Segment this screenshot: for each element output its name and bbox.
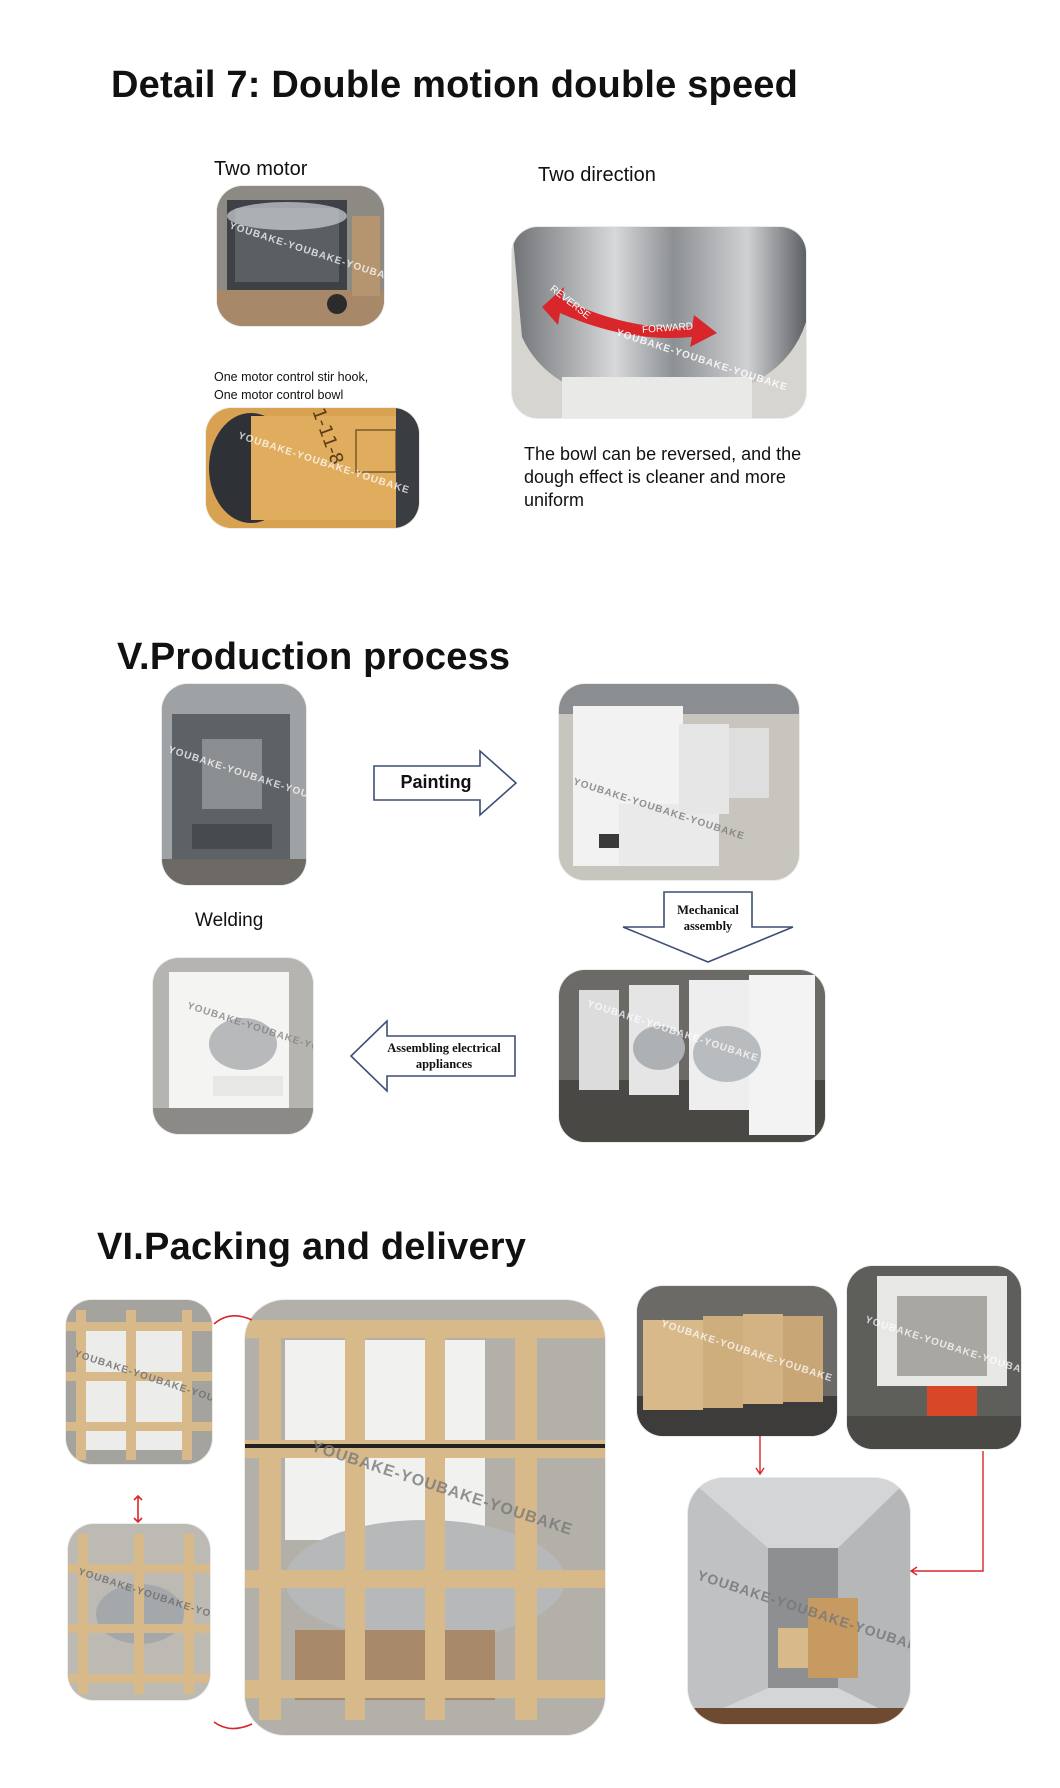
two-motor-label: Two motor bbox=[214, 158, 308, 180]
mechanical-assembly-label: Mechanical assembly bbox=[664, 902, 752, 934]
bowl-illustration bbox=[512, 227, 806, 418]
crates-to-container-arrow bbox=[755, 1436, 765, 1476]
container-illustration bbox=[688, 1478, 910, 1724]
painted-bodies-illustration bbox=[559, 684, 799, 880]
crate-photo-2: YOUBAKE-YOUBAKE-YOUBAKE bbox=[68, 1524, 210, 1700]
wooden-crate-illustration bbox=[66, 1300, 212, 1464]
motor-photo-top: YOUBAKE-YOUBAKE-YOUBAKE bbox=[217, 186, 384, 326]
bowl-description: The bowl can be reversed, and the dough … bbox=[524, 444, 802, 510]
welding-label: Welding bbox=[195, 910, 264, 931]
motor-photo-bottom: 1-11-8 YOUBAKE-YOUBAKE-YOUBAKE bbox=[206, 408, 419, 528]
mechanical-assembly-photo: YOUBAKE-YOUBAKE-YOUBAKE bbox=[559, 970, 825, 1142]
welding-photo: YOUBAKE-YOUBAKE-YOUBAKE bbox=[162, 684, 306, 885]
motor-caption-line1: One motor control stir hook, bbox=[214, 370, 369, 384]
section7-title: Detail 7: Double motion double speed bbox=[111, 64, 799, 106]
packaged-motor-illustration bbox=[206, 408, 419, 528]
painting-arrow bbox=[373, 749, 518, 817]
warehouse-crates-illustration bbox=[637, 1286, 837, 1436]
painting-photo: YOUBAKE-YOUBAKE-YOUBAKE bbox=[559, 684, 799, 880]
motor-caption: One motor control stir hook, One motor c… bbox=[214, 368, 368, 404]
packing-connectors bbox=[213, 1315, 253, 1730]
crate-photo-1: YOUBAKE-YOUBAKE-YOUBAKE bbox=[66, 1300, 212, 1464]
wooden-crate-illustration bbox=[68, 1524, 210, 1700]
crate-link-arrow bbox=[133, 1494, 143, 1524]
electrical-line1: Assembling electrical bbox=[387, 1041, 501, 1055]
electrical-assembly-label: Assembling electrical appliances bbox=[380, 1040, 508, 1072]
truck-to-container-arrow bbox=[909, 1451, 984, 1576]
welding-frame-illustration bbox=[162, 684, 306, 885]
motor-caption-line2: One motor control bowl bbox=[214, 388, 344, 402]
warehouse-crates-photo: YOUBAKE-YOUBAKE-YOUBAKE bbox=[637, 1286, 837, 1436]
truck-loading-photo: YOUBAKE-YOUBAKE-YOUBAKE bbox=[847, 1266, 1021, 1449]
container-photo: YOUBAKE-YOUBAKE-YOUBAKE bbox=[688, 1478, 910, 1724]
crate-photo-main: YOUBAKE-YOUBAKE-YOUBAKE bbox=[245, 1300, 605, 1735]
finished-mixer-illustration bbox=[153, 958, 313, 1134]
electrical-assembly-photo: YOUBAKE-YOUBAKE-YOUBAKE bbox=[153, 958, 313, 1134]
section6-title: VI.Packing and delivery bbox=[97, 1226, 527, 1268]
electrical-line2: appliances bbox=[415, 1057, 473, 1071]
painting-label: Painting bbox=[400, 772, 472, 792]
two-direction-label: Two direction bbox=[538, 164, 656, 186]
motor-illustration bbox=[217, 186, 384, 326]
mechanical-line1: Mechanical bbox=[677, 903, 739, 917]
assembled-mixers-illustration bbox=[559, 970, 825, 1142]
mechanical-line2: assembly bbox=[683, 919, 733, 933]
section5-title: V.Production process bbox=[117, 636, 511, 678]
electrical-assembly-arrow bbox=[349, 1019, 516, 1093]
wooden-crate-large-illustration bbox=[245, 1300, 605, 1735]
mechanical-assembly-arrow bbox=[622, 891, 794, 963]
bowl-direction-photo: REVERSE FORWARD YOUBAKE-YOUBAKE-YOUBAKE bbox=[512, 227, 806, 418]
truck-loading-illustration bbox=[847, 1266, 1021, 1449]
